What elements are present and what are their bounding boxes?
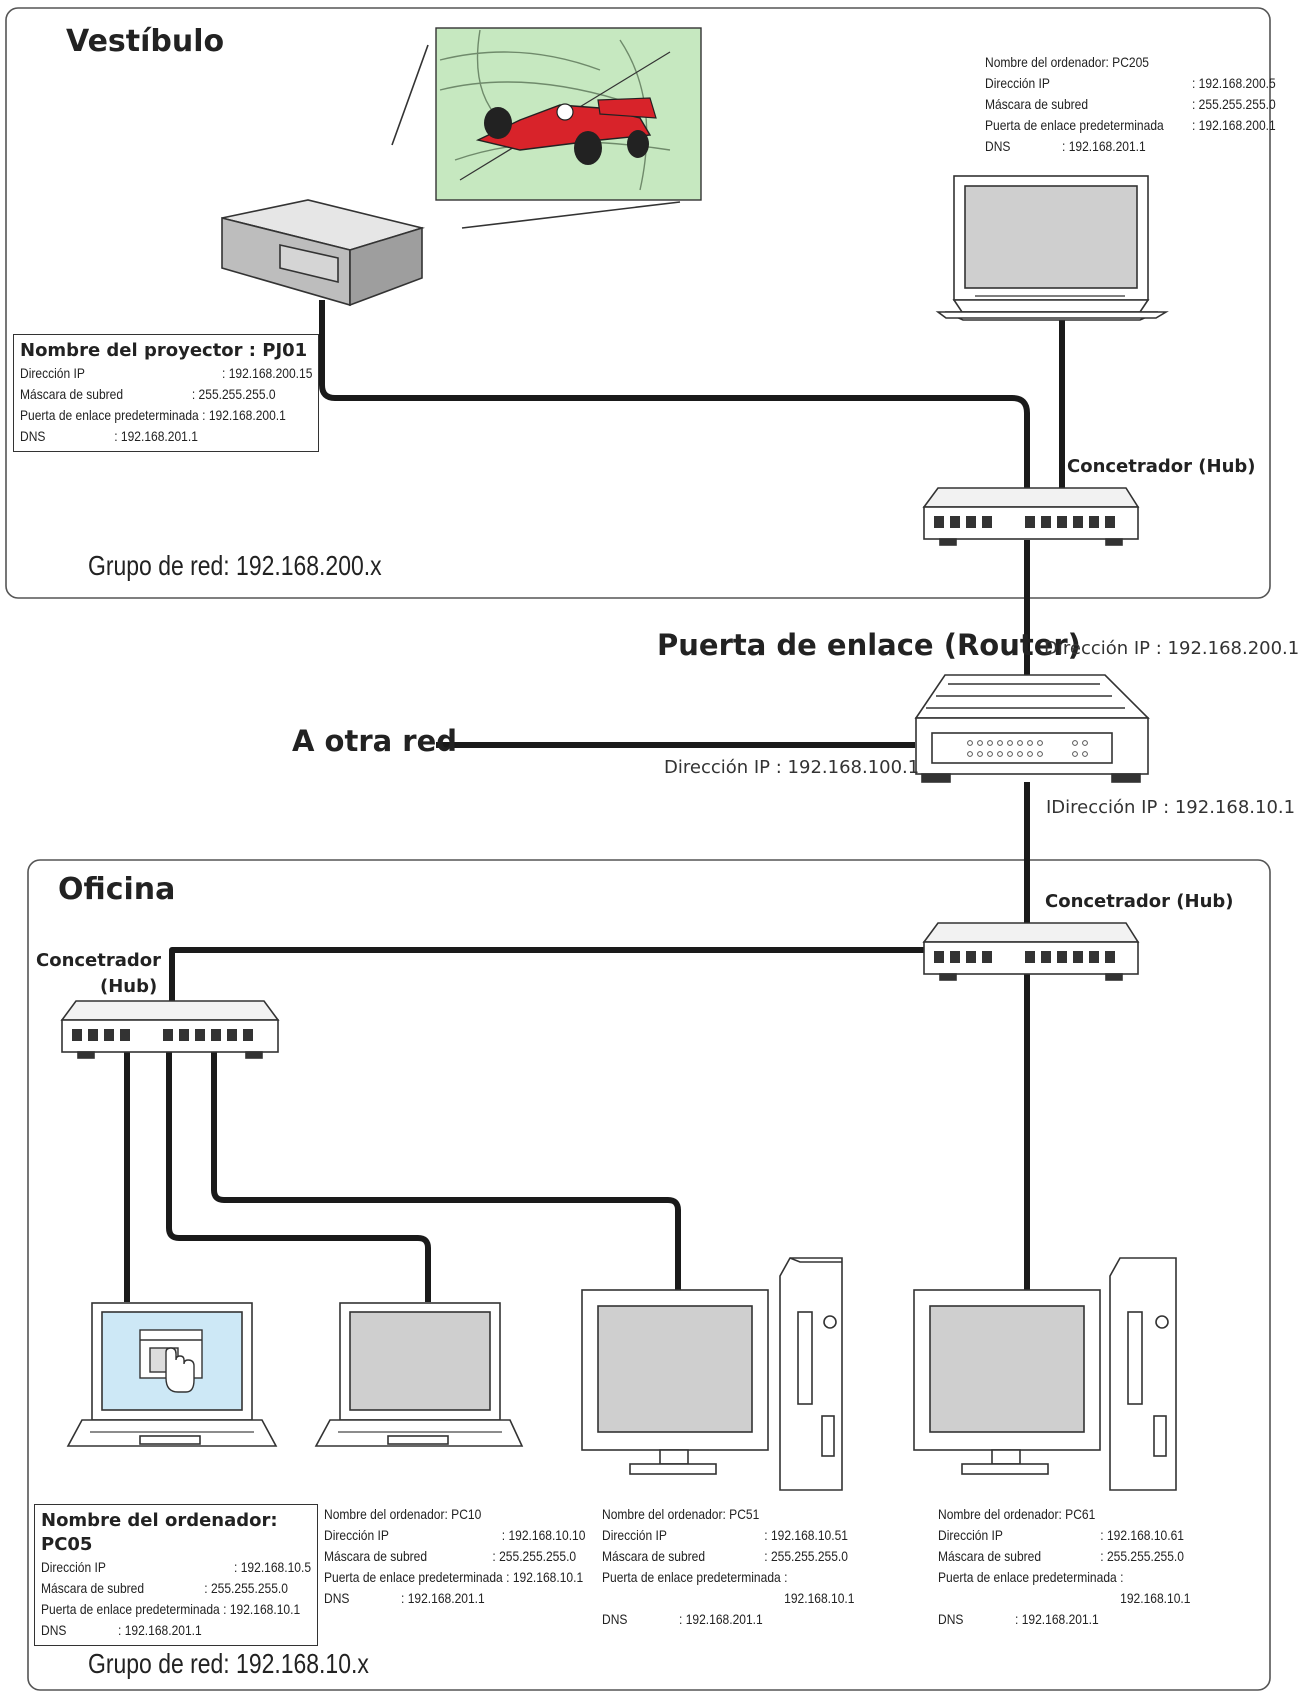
info-value: : 192.168.200.1: [202, 407, 286, 423]
pc61-info: Nombre del ordenador: PC61 Dirección IP:…: [938, 1504, 1190, 1630]
info-value: : 192.168.10.51: [764, 1527, 848, 1543]
info-key: DNS: [602, 1611, 628, 1627]
info-key: Dirección IP: [324, 1527, 389, 1543]
info-value: : 255.255.255.0: [204, 1580, 288, 1596]
info-key: Máscara de subred: [938, 1548, 1042, 1564]
router-title: Puerta de enlace (Router): [657, 628, 1081, 662]
info-value: : 192.168.10.61: [1100, 1527, 1184, 1543]
lobby-hub-label: Concetrador (Hub): [1067, 456, 1256, 477]
pc05-name: Nombre del ordenador: PC05: [41, 1510, 278, 1555]
window-click-icon: [139, 1329, 203, 1393]
info-value: : 192.168.201.1: [1015, 1611, 1099, 1627]
info-value: : 255.255.255.0: [1100, 1548, 1184, 1564]
info-key: Máscara de subred: [20, 386, 124, 402]
cable-officehub-lefthub: [169, 947, 925, 1003]
cable-hub-pc51: [211, 1050, 681, 1290]
laptop-pc10-icon: [314, 1302, 524, 1447]
pc10-name: Nombre del ordenador: PC10: [324, 1506, 482, 1522]
office-hub-left-icon: [60, 1000, 280, 1059]
info-key: Máscara de subred: [324, 1548, 428, 1564]
projector-name: Nombre del proyector : PJ01: [20, 340, 308, 361]
pc10-info: Nombre del ordenador: PC10 Dirección IP:…: [324, 1504, 586, 1609]
office-network-group: Grupo de red: 192.168.10.x: [88, 1648, 369, 1679]
info-key: Puerta de enlace predeterminada: [20, 407, 199, 423]
info-value: : 192.168.10.1: [784, 1569, 855, 1606]
pc205-name: Nombre del ordenador: PC205: [985, 54, 1149, 70]
info-key: DNS: [20, 428, 46, 444]
lobby-network-group: Grupo de red: 192.168.200.x: [88, 550, 382, 581]
router-ip-bottom: IDirección IP : 192.168.10.1: [1046, 797, 1296, 818]
info-key: DNS: [324, 1590, 350, 1606]
pc05-info-box: Nombre del ordenador: PC05 Dirección IP:…: [34, 1504, 318, 1646]
info-value: : 255.255.255.0: [1191, 96, 1276, 112]
lobby-title: Vestíbulo: [66, 24, 225, 59]
router-ip-top: Dirección IP : 192.168.200.1: [1044, 638, 1299, 659]
info-value: : 192.168.10.1: [506, 1569, 584, 1585]
projector-info-box: Nombre del proyector : PJ01 Dirección IP…: [13, 334, 319, 452]
race-car-icon: [475, 97, 657, 165]
info-key: Puerta de enlace predeterminada: [602, 1569, 781, 1585]
desktop-pc51-icon: [581, 1257, 843, 1491]
projector-icon: [221, 199, 426, 307]
projection-ray-top: [391, 44, 429, 146]
office-hub-left-label: Concetrador: [36, 950, 162, 971]
cable-hub-pc10: [166, 1050, 431, 1302]
info-key: Dirección IP: [41, 1559, 106, 1575]
info-value: : 192.168.10.10: [501, 1527, 586, 1543]
projection-ray-bottom: [461, 201, 681, 229]
info-value: : 192.168.201.1: [114, 428, 198, 444]
office-zone: [27, 859, 1271, 1691]
info-value: : 192.168.10.1: [223, 1601, 301, 1617]
office-hub-left-label-2: (Hub): [100, 976, 158, 997]
info-key: Dirección IP: [20, 365, 85, 381]
info-key: DNS: [985, 138, 1011, 154]
pc51-info: Nombre del ordenador: PC51 Dirección IP:…: [602, 1504, 854, 1630]
lobby-hub-icon: [922, 487, 1140, 546]
info-key: Dirección IP: [602, 1527, 667, 1543]
office-hub-right-icon: [922, 922, 1140, 981]
info-value: : 192.168.200.5: [1191, 75, 1276, 91]
info-key: Puerta de enlace predeterminada: [938, 1569, 1117, 1585]
info-value: : 255.255.255.0: [191, 386, 276, 402]
info-value: : 192.168.200.1: [1191, 117, 1276, 133]
info-key: Máscara de subred: [602, 1548, 706, 1564]
other-network-label: A otra red: [292, 724, 458, 758]
pc205-info: Nombre del ordenador: PC205 Dirección IP…: [985, 52, 1276, 157]
info-key: Máscara de subred: [41, 1580, 145, 1596]
info-value: : 192.168.10.1: [1120, 1569, 1191, 1606]
info-key: Dirección IP: [938, 1527, 1003, 1543]
info-key: Dirección IP: [985, 75, 1050, 91]
cable-projector-hub: [319, 300, 1030, 490]
info-value: : 255.255.255.0: [492, 1548, 577, 1564]
laptop-pc205-icon: [935, 175, 1169, 321]
desktop-pc61-icon: [913, 1257, 1177, 1491]
info-key: DNS: [938, 1611, 964, 1627]
pc51-name: Nombre del ordenador: PC51: [602, 1506, 760, 1522]
info-key: Máscara de subred: [985, 96, 1089, 112]
info-key: Puerta de enlace predeterminada: [324, 1569, 503, 1585]
lobby-zone: [5, 7, 1271, 599]
info-value: : 192.168.201.1: [118, 1622, 202, 1638]
pc61-name: Nombre del ordenador: PC61: [938, 1506, 1096, 1522]
info-key: DNS: [41, 1622, 67, 1638]
router-ip-left: Dirección IP : 192.168.100.1: [664, 757, 920, 778]
office-title: Oficina: [58, 872, 176, 907]
cables: [124, 300, 1065, 1302]
router-icon: [914, 674, 1150, 783]
info-value: : 192.168.10.5: [234, 1559, 312, 1575]
info-value: : 192.168.200.15: [222, 365, 313, 381]
info-value: : 192.168.201.1: [1062, 138, 1146, 154]
info-key: Puerta de enlace predeterminada: [985, 117, 1164, 133]
info-value: : 192.168.201.1: [679, 1611, 763, 1627]
info-value: : 255.255.255.0: [764, 1548, 848, 1564]
office-hub-right-label: Concetrador (Hub): [1045, 891, 1234, 912]
info-value: : 192.168.201.1: [401, 1590, 485, 1606]
info-key: Puerta de enlace predeterminada: [41, 1601, 220, 1617]
